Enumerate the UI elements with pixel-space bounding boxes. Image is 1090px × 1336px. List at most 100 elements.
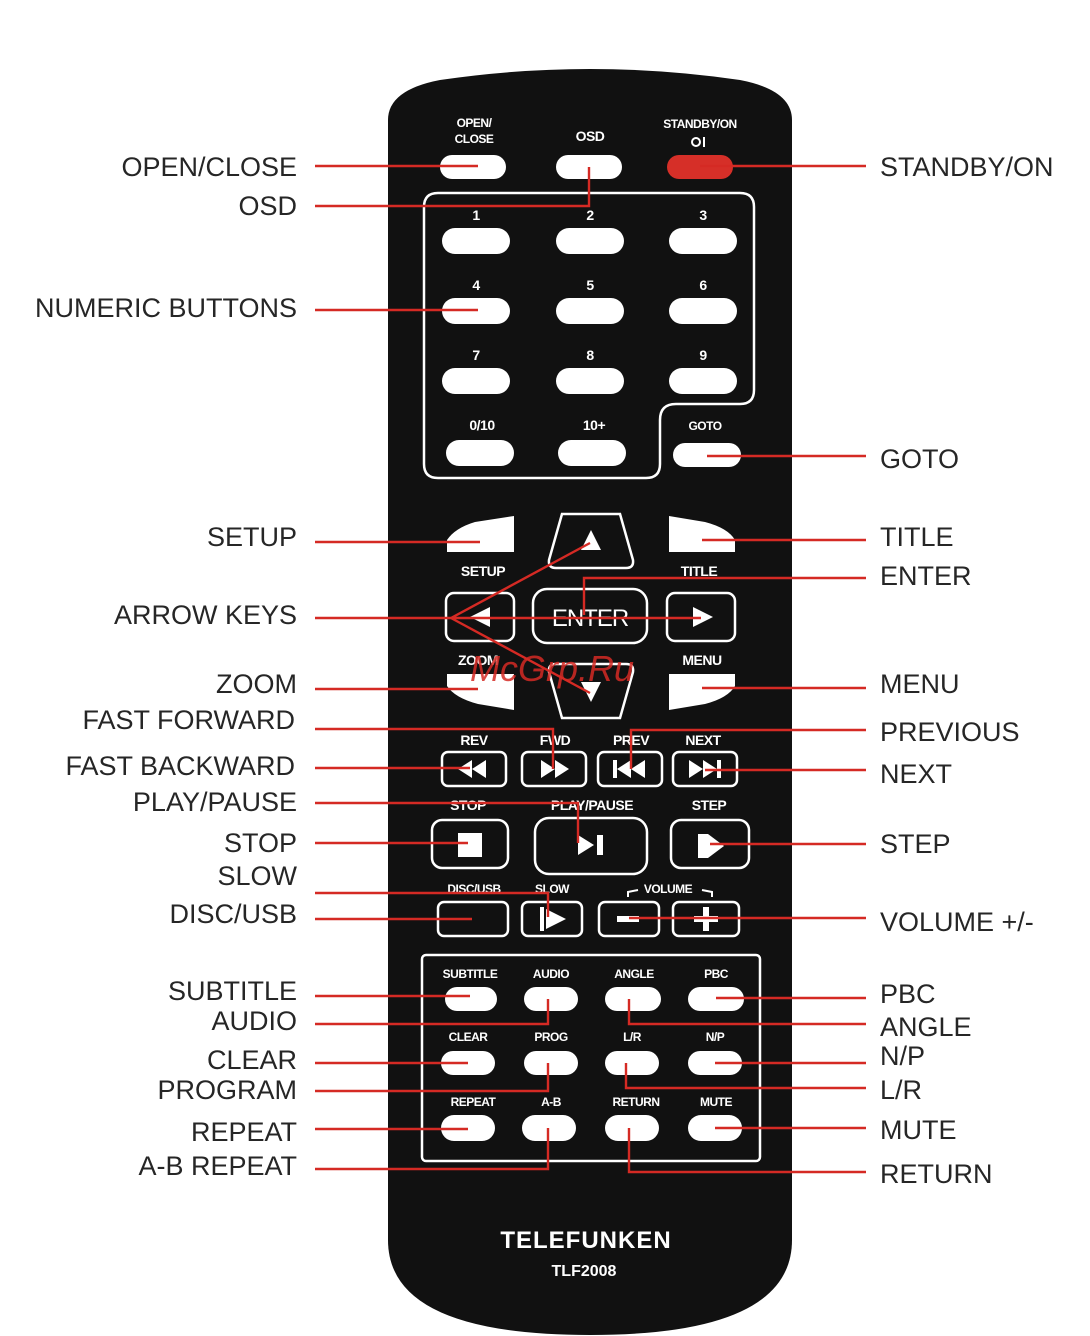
key-3-button[interactable] bbox=[669, 228, 737, 254]
key-9-button[interactable] bbox=[669, 368, 737, 394]
key-8-button[interactable] bbox=[556, 368, 624, 394]
leader-angle bbox=[627, 999, 866, 1026]
play-pause-icon bbox=[578, 835, 603, 855]
callout-angle: ANGLE bbox=[880, 1012, 972, 1042]
angle-button[interactable] bbox=[605, 987, 661, 1011]
open-close-label-line1: OPEN/ bbox=[457, 116, 493, 130]
callout-title: TITLE bbox=[880, 522, 954, 552]
arrow-right-icon bbox=[693, 607, 713, 627]
leader-lines bbox=[315, 164, 866, 1174]
audio-button[interactable] bbox=[524, 987, 578, 1011]
zoom-key-label: ZOOM bbox=[458, 652, 498, 668]
numeric-keypad-frame bbox=[422, 191, 756, 480]
leader-osd bbox=[315, 167, 591, 208]
callout-step: STEP bbox=[880, 829, 951, 859]
callout-zoom: ZOOM bbox=[216, 669, 297, 699]
arrow-down-icon bbox=[581, 682, 601, 702]
menu-button[interactable] bbox=[669, 674, 735, 710]
callout-enter: ENTER bbox=[880, 561, 972, 591]
callout-volume: VOLUME +/- bbox=[880, 907, 1034, 937]
next-key-label: NEXT bbox=[685, 732, 721, 748]
clear-key-label: CLEAR bbox=[449, 1030, 489, 1044]
key-5-button[interactable] bbox=[556, 298, 624, 324]
open-close-label-line2: CLOSE bbox=[455, 132, 494, 146]
menu-key-label: MENU bbox=[682, 652, 722, 668]
callout-pbc: PBC bbox=[880, 979, 936, 1009]
return-button[interactable] bbox=[605, 1115, 659, 1141]
key-2-label: 2 bbox=[586, 207, 594, 223]
leader-return bbox=[627, 1128, 866, 1174]
callout-previous: PREVIOUS bbox=[880, 717, 1020, 747]
subtitle-button[interactable] bbox=[445, 987, 497, 1011]
ab-key-label: A-B bbox=[541, 1095, 562, 1109]
callout-disc-usb: DISC/USB bbox=[169, 899, 297, 929]
callout-goto: GOTO bbox=[880, 444, 959, 474]
callout-stop: STOP bbox=[224, 828, 297, 858]
key-1-label: 1 bbox=[472, 207, 480, 223]
callout-program: PROGRAM bbox=[157, 1075, 297, 1105]
leader-slow bbox=[315, 891, 550, 917]
mute-key-label: MUTE bbox=[700, 1095, 732, 1109]
callout-clear: CLEAR bbox=[207, 1045, 297, 1075]
leader-enter bbox=[582, 576, 866, 615]
zoom-button[interactable] bbox=[447, 674, 514, 710]
subtitle-key-label: SUBTITLE bbox=[443, 967, 498, 981]
np-key-label: N/P bbox=[706, 1030, 725, 1044]
arrow-down-button[interactable] bbox=[547, 662, 635, 720]
volume-bracket-left bbox=[627, 889, 639, 897]
angle-key-label: ANGLE bbox=[614, 967, 654, 981]
pbc-key-label: PBC bbox=[704, 967, 729, 981]
title-key-label: TITLE bbox=[681, 563, 718, 579]
leader-arrow-keys bbox=[315, 541, 701, 695]
fast-backward-icon bbox=[458, 760, 486, 778]
leader-fast-forward bbox=[315, 727, 555, 769]
slow-button[interactable] bbox=[520, 900, 584, 938]
callout-subtitle: SUBTITLE bbox=[168, 976, 297, 1006]
callout-lr: L/R bbox=[880, 1075, 922, 1105]
key-6-button[interactable] bbox=[669, 298, 737, 324]
fwd-key-label: FWD bbox=[540, 732, 571, 748]
callout-open-close: OPEN/CLOSE bbox=[121, 152, 297, 182]
volume-key-label: VOLUME bbox=[644, 882, 693, 896]
prog-button[interactable] bbox=[524, 1051, 578, 1075]
leader-ab-repeat bbox=[315, 1128, 550, 1171]
key-0-10-button[interactable] bbox=[446, 440, 514, 466]
model-number: TLF2008 bbox=[552, 1263, 617, 1280]
key-10plus-button[interactable] bbox=[558, 440, 626, 466]
leader-previous bbox=[629, 728, 866, 769]
previous-icon bbox=[613, 760, 645, 778]
title-button[interactable] bbox=[669, 516, 735, 552]
key-7-button[interactable] bbox=[442, 368, 510, 394]
power-icon bbox=[691, 137, 705, 147]
lr-button[interactable] bbox=[605, 1051, 659, 1075]
callout-mute: MUTE bbox=[880, 1115, 957, 1145]
key-4-label: 4 bbox=[472, 277, 480, 293]
callout-return: RETURN bbox=[880, 1159, 993, 1189]
key-1-button[interactable] bbox=[442, 228, 510, 254]
play-pause-key-label: PLAY/PAUSE bbox=[551, 797, 633, 813]
key-6-label: 6 bbox=[699, 277, 707, 293]
leader-program bbox=[315, 1063, 550, 1093]
goto-key-label: GOTO bbox=[688, 419, 721, 433]
callout-fast-backward: FAST BACKWARD bbox=[65, 751, 295, 781]
step-key-label: STEP bbox=[692, 797, 727, 813]
return-key-label: RETURN bbox=[613, 1095, 660, 1109]
callout-play-pause: PLAY/PAUSE bbox=[133, 787, 297, 817]
key-10plus-label: 10+ bbox=[583, 417, 606, 433]
key-3-label: 3 bbox=[699, 207, 707, 223]
play-pause-button[interactable] bbox=[533, 816, 649, 876]
standby-key-label: STANDBY/ON bbox=[663, 117, 736, 131]
callout-audio: AUDIO bbox=[211, 1006, 297, 1036]
key-2-button[interactable] bbox=[556, 228, 624, 254]
arrow-up-button[interactable] bbox=[547, 512, 635, 570]
key-7-label: 7 bbox=[472, 347, 480, 363]
fast-forward-icon bbox=[541, 760, 569, 778]
callout-slow: SLOW bbox=[217, 861, 297, 891]
slow-icon bbox=[540, 907, 566, 931]
callout-np: N/P bbox=[880, 1041, 925, 1071]
rev-key-label: REV bbox=[460, 732, 488, 748]
callout-standby-on: STANDBY/ON bbox=[880, 152, 1054, 182]
audio-key-label: AUDIO bbox=[533, 967, 569, 981]
enter-button[interactable] bbox=[531, 587, 649, 645]
